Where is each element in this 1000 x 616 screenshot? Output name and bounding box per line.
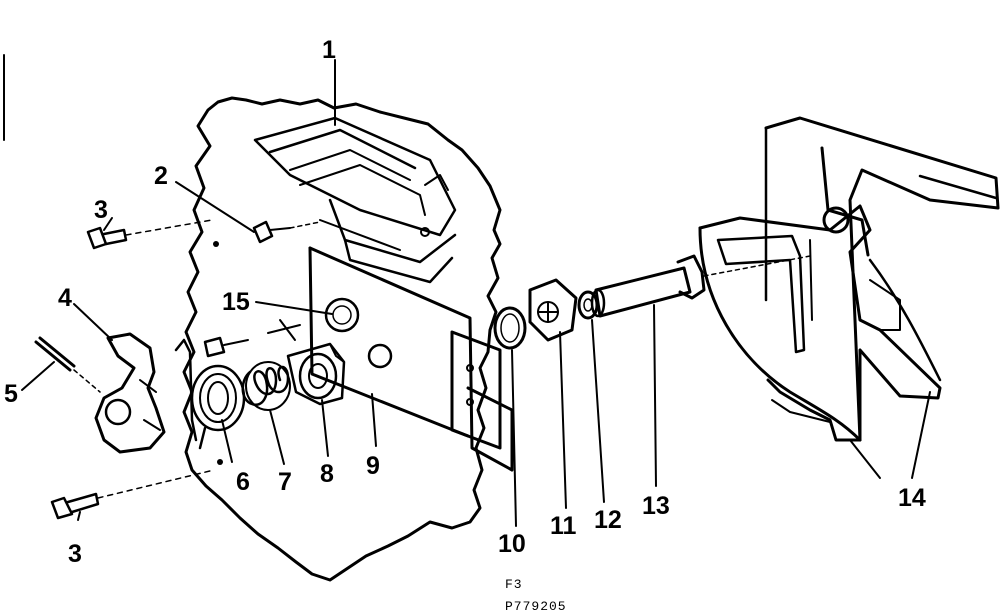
cover-housing [698, 116, 1000, 442]
callout-14: 14 [898, 484, 926, 512]
callout-2: 2 [154, 162, 168, 190]
bushing [286, 342, 346, 406]
callout-8: 8 [320, 460, 334, 488]
callout-4: 4 [58, 284, 72, 312]
callout-12: 12 [594, 506, 622, 534]
callout-3-upper: 3 [94, 196, 108, 224]
shaft [590, 254, 811, 318]
callout-1: 1 [322, 36, 336, 64]
flange-nut [528, 278, 578, 342]
figure-code: F3 [505, 577, 523, 592]
callout-3-lower: 3 [68, 540, 82, 568]
wall-panel [182, 96, 502, 582]
latch-lever [94, 332, 166, 454]
callout-10: 10 [498, 530, 526, 558]
callout-13: 13 [642, 492, 670, 520]
callout-15: 15 [222, 288, 250, 316]
pin [34, 336, 101, 393]
leader-lines [21, 59, 931, 527]
top-bracket-assembly [253, 116, 457, 284]
screw-3-lower [50, 459, 223, 520]
callout-6: 6 [236, 468, 250, 496]
retaining-ring [493, 306, 527, 350]
callout-9: 9 [366, 452, 380, 480]
callout-7: 7 [278, 468, 292, 496]
callout-5: 5 [4, 380, 18, 408]
mounting-plate [308, 246, 514, 472]
screw-3-upper [86, 219, 219, 250]
screw-small [203, 319, 301, 358]
part-number-code: P779205 [505, 599, 567, 614]
plate-opening [324, 297, 360, 333]
callout-11: 11 [550, 512, 577, 540]
screw-2 [252, 220, 321, 244]
coil-spring [241, 361, 291, 411]
